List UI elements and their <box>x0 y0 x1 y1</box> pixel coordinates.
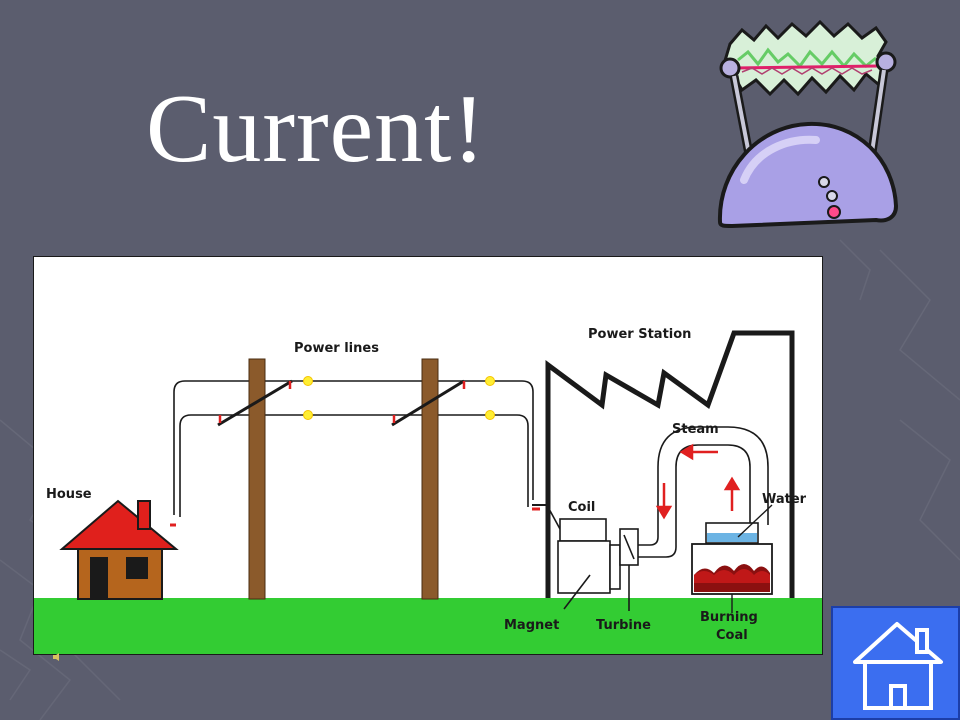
home-button[interactable] <box>831 606 960 720</box>
generator-body <box>609 544 621 590</box>
steam-pipe <box>638 426 769 558</box>
magnet <box>557 540 611 594</box>
steam-flow-arrows <box>655 443 741 520</box>
utility-pole <box>421 358 439 600</box>
label-coal: Coal <box>716 628 748 643</box>
label-house: House <box>46 487 92 502</box>
coal-boiler <box>691 543 773 613</box>
power-station-building <box>532 330 795 598</box>
house-icon <box>59 499 179 600</box>
label-power-station: Power Station <box>588 327 691 342</box>
label-power-lines: Power lines <box>294 341 379 356</box>
label-burning: Burning <box>700 610 758 625</box>
label-magnet: Magnet <box>504 618 559 633</box>
label-coil: Coil <box>568 500 595 515</box>
ground <box>34 598 822 654</box>
utility-pole <box>248 358 266 600</box>
home-icon <box>853 622 943 710</box>
power-station-diagram: Power lines Power Station Steam House Co… <box>33 256 823 655</box>
diagram-canvas: Power lines Power Station Steam House Co… <box>34 327 822 654</box>
label-turbine: Turbine <box>596 618 651 633</box>
utility-poles <box>217 358 495 600</box>
speaker-icon[interactable] <box>52 652 62 662</box>
generator <box>557 518 621 610</box>
coil <box>559 518 607 542</box>
slide-title: Current! <box>146 75 486 183</box>
electric-current-gadget-icon <box>717 19 899 229</box>
turbine <box>619 528 639 611</box>
label-water: Water <box>762 492 807 507</box>
label-steam: Steam <box>672 422 719 437</box>
power-line-wires <box>173 380 534 517</box>
water-tank <box>705 504 773 544</box>
